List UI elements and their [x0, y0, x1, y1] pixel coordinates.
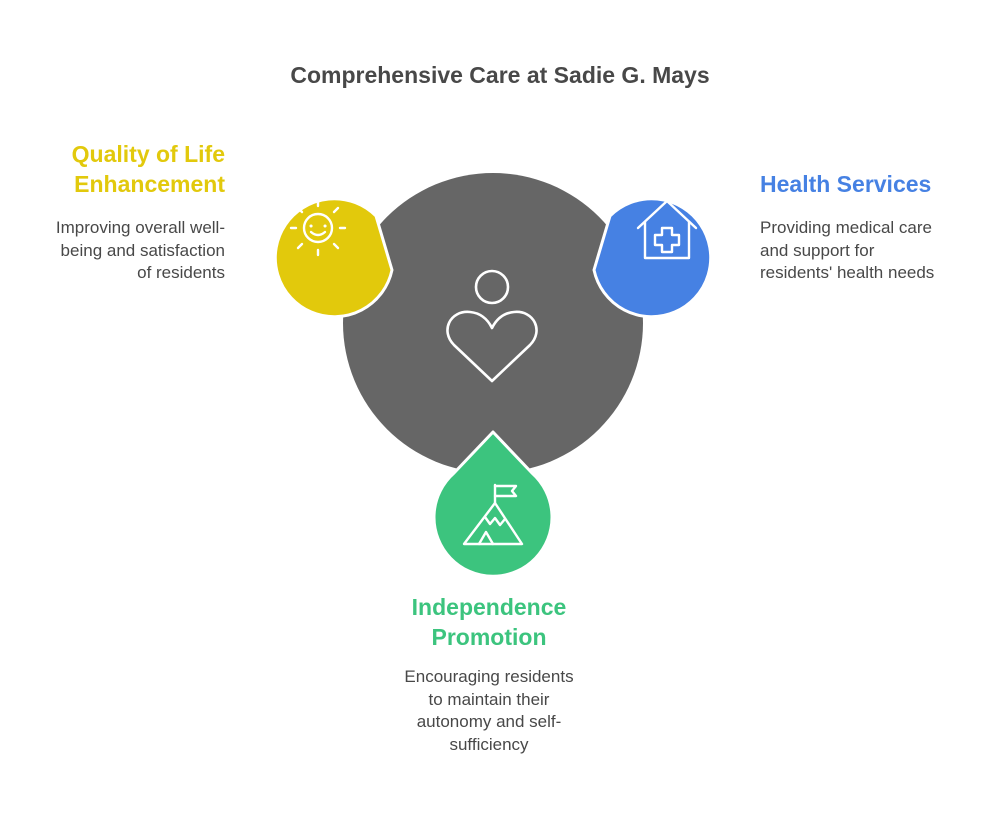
independence-description-line: Encouraging residents: [404, 667, 574, 686]
house-medical-icon: [636, 199, 698, 260]
quality-description: Improving overall well- being and satisf…: [20, 217, 225, 285]
independence-heading: Independence Promotion: [364, 592, 614, 652]
health-heading-line: Health Services: [760, 171, 932, 197]
quality-heading-line: Enhancement: [74, 171, 225, 197]
independence-description-line: to maintain their: [428, 689, 550, 709]
page-title: Comprehensive Care at Sadie G. Mays: [290, 62, 710, 88]
health-heading: Health Services: [760, 169, 990, 199]
independence-heading-line: Independence: [411, 594, 567, 620]
independence-heading-line: Promotion: [431, 624, 547, 650]
quality-heading-line: Quality of Life: [71, 141, 225, 167]
health-description: Providing medical care and support for r…: [760, 217, 990, 285]
center-circle: [343, 173, 643, 473]
independence-description-line: autonomy and self-: [416, 712, 562, 731]
quality-drop: [273, 197, 394, 319]
health-description-line: residents' health needs: [760, 263, 935, 282]
person-heart-icon: [446, 269, 538, 383]
independence-description-line: sufficiency: [449, 734, 529, 754]
quality-heading: Quality of Life Enhancement: [20, 139, 225, 199]
quality-description-line: of residents: [137, 263, 225, 282]
mountain-flag-icon: [462, 483, 524, 546]
quality-description-line: being and satisfaction: [60, 240, 225, 260]
sun-smile-icon: [289, 199, 347, 257]
health-description-line: Providing medical care: [760, 218, 932, 237]
quality-description-line: Improving overall well-: [55, 218, 225, 237]
independence-description: Encouraging residents to maintain their …: [364, 666, 614, 756]
health-description-line: and support for: [760, 240, 875, 260]
